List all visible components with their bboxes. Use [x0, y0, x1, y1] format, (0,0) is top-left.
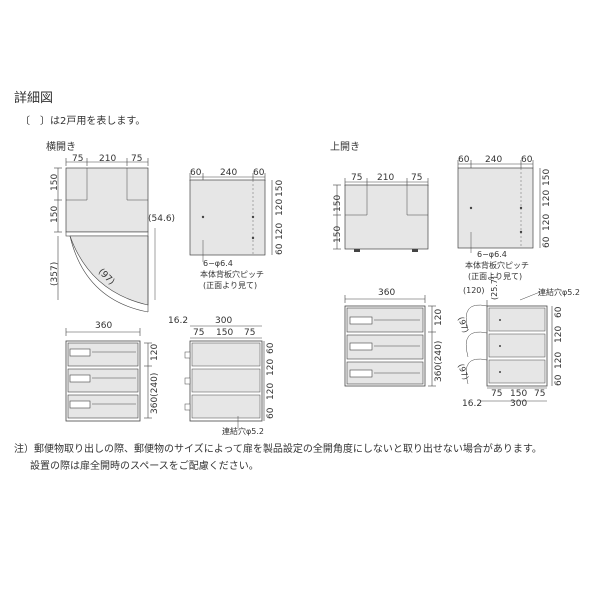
left-unit-side-2: 360(240) [150, 373, 160, 414]
left-side-vert-3: 120 [266, 383, 276, 400]
right-front-side-2: 150 [333, 226, 343, 243]
left-front-dim-2: 210 [99, 154, 116, 164]
right-side-depth-1: 16.2 [462, 399, 482, 409]
right-door-dim-3: (97) [456, 316, 470, 335]
right-hole-note-2: (正面より見て) [468, 272, 522, 281]
left-hole-note-1: 本体背板穴ピッチ [200, 269, 264, 279]
left-hole-callout: 6−φ6.4 [203, 259, 233, 268]
right-front-dim-1: 75 [351, 173, 362, 183]
right-connector-hole: 連結穴φ5.2 [538, 287, 580, 297]
footnote-line-1: 注）郵便物取り出しの際、郵便物のサイズによって扉を製品設定の全開角度にしないと取… [14, 444, 542, 455]
left-front-side-dim-2: 150 [50, 206, 60, 223]
right-side-depth-2: 300 [510, 399, 527, 409]
right-side-inner-3: 75 [534, 389, 545, 399]
right-front-view: 75 210 75 150 150 [333, 173, 429, 252]
left-connector-hole: 連結穴φ5.2 [222, 426, 264, 436]
left-side-vert-1: 60 [266, 342, 276, 354]
left-back-dim-1: 60 [190, 168, 202, 178]
left-side-vert-2: 120 [266, 359, 276, 376]
right-side-vert-2: 120 [554, 326, 564, 343]
right-variant-label: 上開き [330, 141, 360, 153]
left-front-view: 75 210 75 150 150 (54.6) (357) (97) [50, 154, 175, 313]
left-back-dim-2: 240 [220, 168, 237, 178]
right-back-side-3: 120 [542, 214, 552, 231]
right-hole-callout: 6−φ6.4 [477, 250, 507, 259]
left-back-side-2: 120 [275, 199, 285, 216]
left-door-dim-1: (54.6) [148, 214, 175, 224]
right-unit-side-1: 120 [434, 309, 444, 326]
left-side-inner-2: 150 [216, 328, 233, 338]
left-side-inner-3: 75 [244, 328, 255, 338]
left-variant-label: 横開き [46, 140, 76, 153]
right-back-side-4: 60 [542, 236, 552, 248]
right-stack-side: (120) (25.7) (97) (97) 連結穴φ5.2 60 120 12… [456, 276, 580, 409]
bracket-note: 〔 〕は2戸用を表します。 [20, 116, 146, 127]
left-side-inner-1: 75 [193, 328, 204, 338]
left-back-view: 60 240 60 150 120 120 60 6−φ6.4 本体背板穴ピッチ… [189, 168, 285, 290]
right-front-dim-2: 210 [377, 173, 394, 183]
left-back-side-3: 120 [275, 223, 285, 240]
right-back-side-2: 120 [542, 190, 552, 207]
right-unit-side-2: 360(240) [434, 341, 444, 382]
left-front-dim-1: 75 [72, 154, 83, 164]
right-hole-note-1: 本体背板穴ピッチ [465, 260, 529, 270]
right-door-dim-1: (120) [463, 286, 485, 295]
left-side-depth-1: 16.2 [168, 316, 188, 326]
left-front-dim-3: 75 [131, 154, 142, 164]
right-door-dim-4: (97) [456, 363, 470, 382]
left-hole-note-2: (正面より見て) [203, 281, 257, 290]
right-unit-width: 360 [378, 288, 395, 298]
left-side-vert-4: 60 [266, 407, 276, 419]
right-back-view: 60 240 60 150 120 120 60 6−φ6.4 本体背板穴ピッチ… [457, 155, 552, 281]
right-back-dim-3: 60 [521, 155, 533, 165]
left-door-dim-2: (357) [50, 262, 60, 286]
right-door-dim-2: (25.7) [490, 276, 499, 300]
right-front-dim-3: 75 [411, 173, 422, 183]
left-back-dim-3: 60 [253, 168, 265, 178]
right-front-side-1: 150 [333, 195, 343, 212]
left-unit-side-1: 120 [150, 344, 160, 361]
left-front-side-dim-1: 150 [50, 174, 60, 191]
right-side-vert-4: 60 [554, 374, 564, 386]
right-side-vert-1: 60 [554, 306, 564, 318]
page-title: 詳細図 [14, 91, 54, 106]
left-back-side-1: 150 [275, 180, 285, 197]
left-back-side-4: 60 [275, 243, 285, 255]
right-side-inner-2: 150 [510, 389, 527, 399]
right-back-side-1: 150 [542, 169, 552, 186]
left-stack-front: 360 120 360(240) [65, 321, 160, 422]
left-side-depth-2: 300 [215, 316, 232, 326]
right-back-dim-1: 60 [458, 155, 470, 165]
left-unit-width: 360 [95, 321, 112, 331]
right-back-dim-2: 240 [485, 155, 502, 165]
right-stack-front: 360 120 360(240) [344, 288, 444, 387]
right-side-inner-1: 75 [491, 389, 502, 399]
left-stack-side: 16.2 300 75 150 75 60 120 120 60 連結穴φ5.2 [168, 316, 276, 436]
right-side-vert-3: 120 [554, 352, 564, 369]
footnote-line-2: 設置の際は扉全開時のスペースをご配慮ください。 [30, 461, 259, 472]
